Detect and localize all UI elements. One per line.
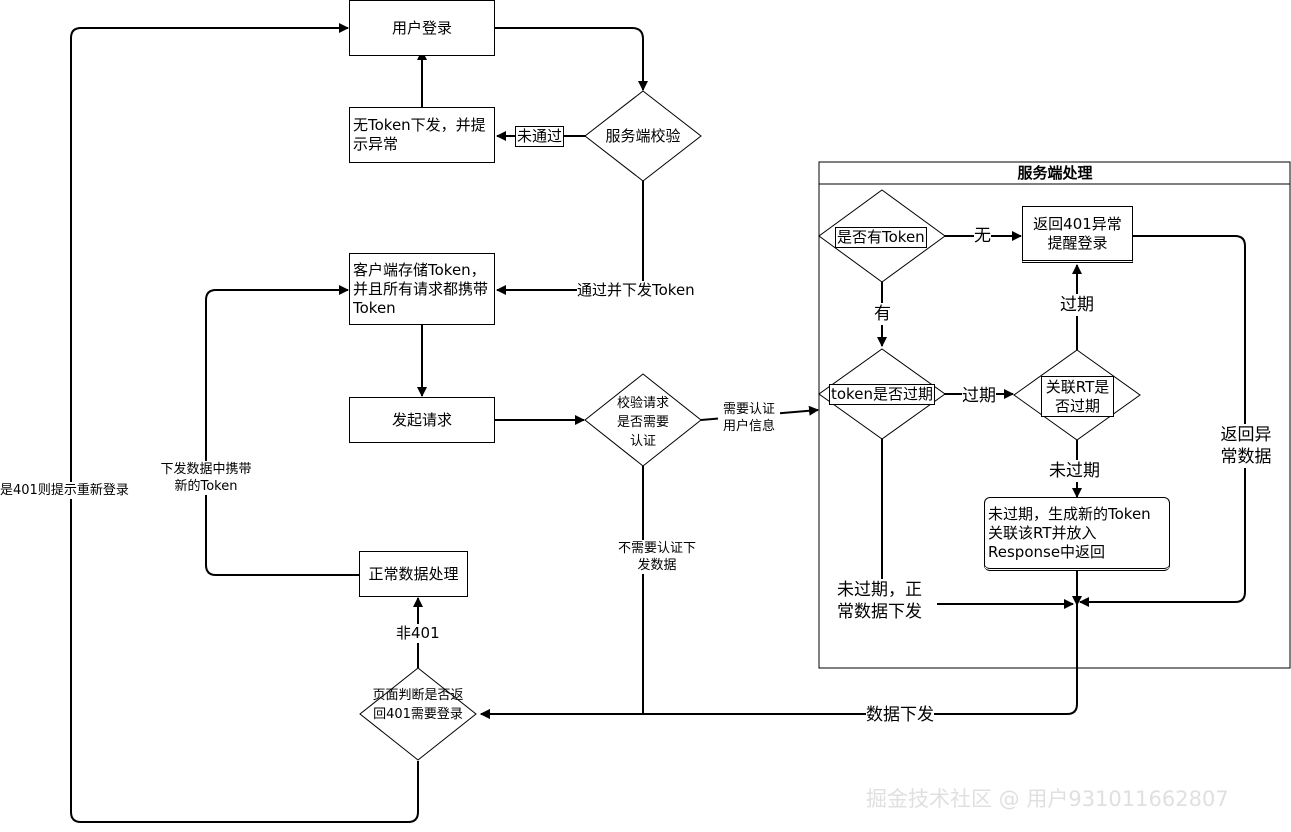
- edge-label-none: 无: [974, 225, 991, 247]
- no-token-box: 无Token下发，并提示异常: [349, 107, 495, 163]
- edge-label-not-expired: 未过期: [1049, 460, 1100, 482]
- edge-label-normal-not-expired: 未过期，正常数据下发: [837, 579, 937, 623]
- edge-label-fail: 未通过: [515, 126, 565, 147]
- login-box: 用户登录: [349, 0, 495, 56]
- diamond-page-judge: [359, 667, 477, 761]
- edge-label-relogin: 是401则提示重新登录: [0, 482, 129, 499]
- edge-return401-to-out: [1079, 235, 1246, 607]
- login-label: 用户登录: [391, 18, 452, 37]
- verify-auth-label: 校验请求是否需要认证: [616, 396, 669, 449]
- new-token-box: 未过期，生成新的Token关联该RT并放入Response中返回: [984, 497, 1170, 571]
- edge-label-has: 有: [874, 303, 891, 325]
- edge-judge-to-login: [70, 23, 419, 823]
- edge-label-carry-token: 下发数据中携带新的Token: [160, 461, 252, 495]
- edge-label-not401: 非401: [396, 624, 440, 643]
- edge-normal-to-store: [205, 285, 359, 576]
- rt-expired-label: 关联RT是否过期: [1045, 377, 1110, 415]
- normal-process-box: 正常数据处理: [359, 551, 468, 597]
- rt-expired-box: 关联RT是否过期: [1041, 376, 1114, 417]
- normal-process-label: 正常数据处理: [368, 564, 459, 583]
- edge-label-return-abnormal: 返回异常数据: [1214, 424, 1278, 468]
- diamond-server-verify: [584, 90, 702, 182]
- send-request-box: 发起请求: [349, 397, 495, 443]
- new-token-label: 未过期，生成新的Token关联该RT并放入Response中返回: [988, 504, 1151, 561]
- edge-label-rt-expired: 过期: [1060, 294, 1094, 316]
- edge-label-no-auth: 不需要认证下发数据: [618, 540, 697, 574]
- edge-label-need-auth: 需要认证用户信息: [718, 401, 780, 435]
- edge-label-data-send: 数据下发: [866, 704, 934, 726]
- return401-label: 返回401异常提醒登录: [1033, 214, 1122, 252]
- client-store-label: 客户端存储Token，并且所有请求都携带Token: [353, 260, 489, 317]
- return401-box: 返回401异常提醒登录: [1022, 206, 1133, 263]
- server-panel-title: 服务端处理: [1017, 164, 1093, 182]
- edge-panel-data: [480, 602, 1078, 719]
- server-verify-label: 服务端校验: [605, 127, 681, 145]
- edge-auth-no-need: [480, 466, 644, 719]
- edge-login-to-verify: [495, 27, 648, 91]
- edge-label-expired: 过期: [962, 385, 996, 407]
- edge-verify-pass: [496, 180, 644, 295]
- client-store-box: 客户端存储Token，并且所有请求都携带Token: [349, 253, 495, 325]
- diamond-verify-auth: [584, 373, 702, 467]
- has-token-label: 是否有Token: [835, 227, 927, 248]
- watermark: 掘金技术社区 @ 用户931011662807: [866, 787, 1229, 811]
- edge-label-pass: 通过并下发Token: [577, 281, 695, 300]
- no-token-label: 无Token下发，并提示异常: [353, 116, 486, 153]
- page-judge-label: 页面判断是否返回401需要登录: [372, 688, 464, 722]
- send-request-label: 发起请求: [391, 410, 452, 429]
- server-panel-frame: [818, 161, 1291, 669]
- token-expired-label: token是否过期: [829, 384, 935, 405]
